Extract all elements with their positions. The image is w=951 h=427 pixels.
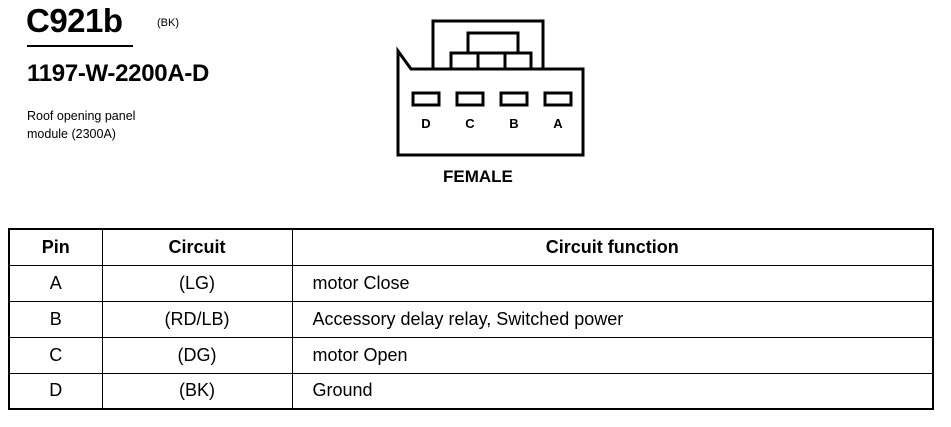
connector-face-diagram: D C B A: [396, 19, 585, 157]
connector-body: [396, 46, 585, 157]
connector-latch-guide: [449, 51, 533, 71]
function-cell: motor Close: [291, 264, 934, 302]
function-cell: Ground: [291, 372, 934, 410]
connector-latch: [466, 31, 520, 55]
pin-cavity-c: [455, 91, 485, 107]
pin-label-a: A: [553, 116, 563, 131]
connector-id: C921b: [26, 2, 123, 39]
table-row: D (BK) Ground: [8, 372, 934, 410]
circuit-cell: (RD/LB): [101, 300, 293, 338]
connector-color-code: (BK): [157, 17, 179, 29]
header-pin: Pin: [8, 228, 103, 266]
table-row: B (RD/LB) Accessory delay relay, Switche…: [8, 300, 934, 338]
pin-label-d: D: [421, 116, 430, 131]
pin-cell: A: [8, 264, 103, 302]
pin-label-b: B: [509, 116, 518, 131]
pin-cavity-a: [543, 91, 573, 107]
pin-cell: D: [8, 372, 103, 410]
pin-cavity-d: [411, 91, 441, 107]
pin-table: Pin Circuit Circuit function A (LG) moto…: [8, 228, 934, 410]
header-circuit: Circuit: [101, 228, 293, 266]
table-header-row: Pin Circuit Circuit function: [8, 228, 934, 266]
circuit-cell: (LG): [101, 264, 293, 302]
title-underline: [27, 45, 133, 47]
table-row: C (DG) motor Open: [8, 336, 934, 374]
circuit-cell: (BK): [101, 372, 293, 410]
circuit-cell: (DG): [101, 336, 293, 374]
pin-cavity-b: [499, 91, 529, 107]
connector-gender-label: FEMALE: [443, 167, 513, 186]
pin-cell: C: [8, 336, 103, 374]
pin-cell: B: [8, 300, 103, 338]
header-circuit-function: Circuit function: [291, 228, 934, 266]
pin-label-c: C: [465, 116, 475, 131]
table-row: A (LG) motor Close: [8, 264, 934, 302]
function-cell: motor Open: [291, 336, 934, 374]
module-description: Roof opening panel module (2300A): [27, 109, 136, 141]
part-number: 1197-W-2200A-D: [27, 60, 210, 87]
function-cell: Accessory delay relay, Switched power: [291, 300, 934, 338]
